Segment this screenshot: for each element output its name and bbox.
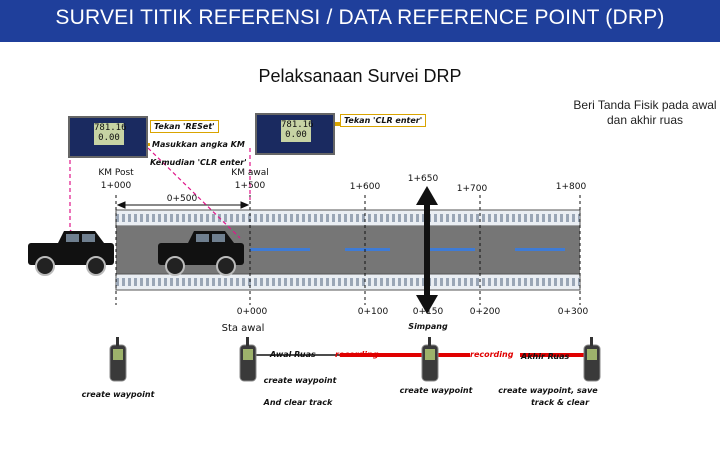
km-post-label: KM Post xyxy=(98,168,134,178)
marker-0000: 0+000 xyxy=(236,307,268,317)
gps-create-waypoint-3: create waypoint xyxy=(399,386,473,395)
diagram-subtitle: Pelaksanaan Survei DRP xyxy=(258,66,462,86)
marker-1650: 1+650 xyxy=(407,174,439,184)
odometer-reading-2: 0.00 xyxy=(98,133,120,143)
gps-awal-ruas: Awal Ruas xyxy=(270,350,316,359)
lane-markings xyxy=(250,248,565,251)
odometer-device-left: 781.16 0.00 xyxy=(68,116,148,158)
truck-left xyxy=(28,231,114,276)
odometer-reading-2: 0.00 xyxy=(285,130,307,140)
km-awal-label: KM awal xyxy=(231,168,269,178)
odometer-device-right: 781.16 0.00 xyxy=(255,113,335,155)
km-awal-value: 1+500 xyxy=(234,181,266,191)
km-post-value: 1+000 xyxy=(100,181,132,191)
gps-create-waypoint-save: create waypoint, save xyxy=(498,386,598,395)
physical-mark-note: Beri Tanda Fisik pada awal dan akhir rua… xyxy=(573,98,717,127)
marker-0200: 0+200 xyxy=(469,307,501,317)
marker-0500: 0+500 xyxy=(166,194,198,204)
gps-device-icons xyxy=(109,337,601,382)
marker-1700: 1+700 xyxy=(456,184,488,194)
marker-0150: 0+150 xyxy=(412,307,444,317)
odometer-reading: 781.16 xyxy=(94,123,127,133)
gps-recording-1: recording xyxy=(335,350,379,359)
offset-0500-arrow xyxy=(116,201,250,209)
marker-0100: 0+100 xyxy=(357,307,389,317)
gps-track-clear: track & clear xyxy=(530,398,590,407)
truck-right xyxy=(158,231,244,276)
gps-create-waypoint-1: create waypoint xyxy=(81,390,155,399)
marker-1800: 1+800 xyxy=(555,182,587,192)
sta-awal-label: Sta awal xyxy=(221,323,265,334)
simpang-arrow xyxy=(416,186,438,314)
simpang-label: Simpang xyxy=(408,322,448,331)
gps-recording-2: recording xyxy=(470,350,514,359)
odometer-screen: 781.16 0.00 xyxy=(94,123,127,145)
title-banner xyxy=(0,0,720,42)
gps-create-waypoint-2: create waypoint xyxy=(263,376,337,385)
callout-masukkan-km: Masukkan angka KM xyxy=(152,140,245,149)
marker-0300: 0+300 xyxy=(557,307,589,317)
odometer-screen: 781.16 0.00 xyxy=(281,120,314,142)
station-lines xyxy=(115,195,581,305)
odometer-reading: 781.16 xyxy=(281,120,314,130)
callout-tekan-clr: Tekan 'CLR enter' xyxy=(340,114,427,127)
marker-1600: 1+600 xyxy=(349,182,381,192)
page-title: SURVEI TITIK REFERENSI / DATA REFERENCE … xyxy=(55,6,665,29)
road-bottom-shoulder xyxy=(115,273,581,291)
gps-and-clear-track: And clear track xyxy=(263,398,333,407)
gps-akhir-ruas: Akhir Ruas xyxy=(521,352,570,361)
road-top-shoulder xyxy=(115,209,581,227)
callout-tekan-reset: Tekan 'RESet' xyxy=(150,120,219,133)
callout-kemudian: Kemudian 'CLR enter' xyxy=(150,158,247,167)
